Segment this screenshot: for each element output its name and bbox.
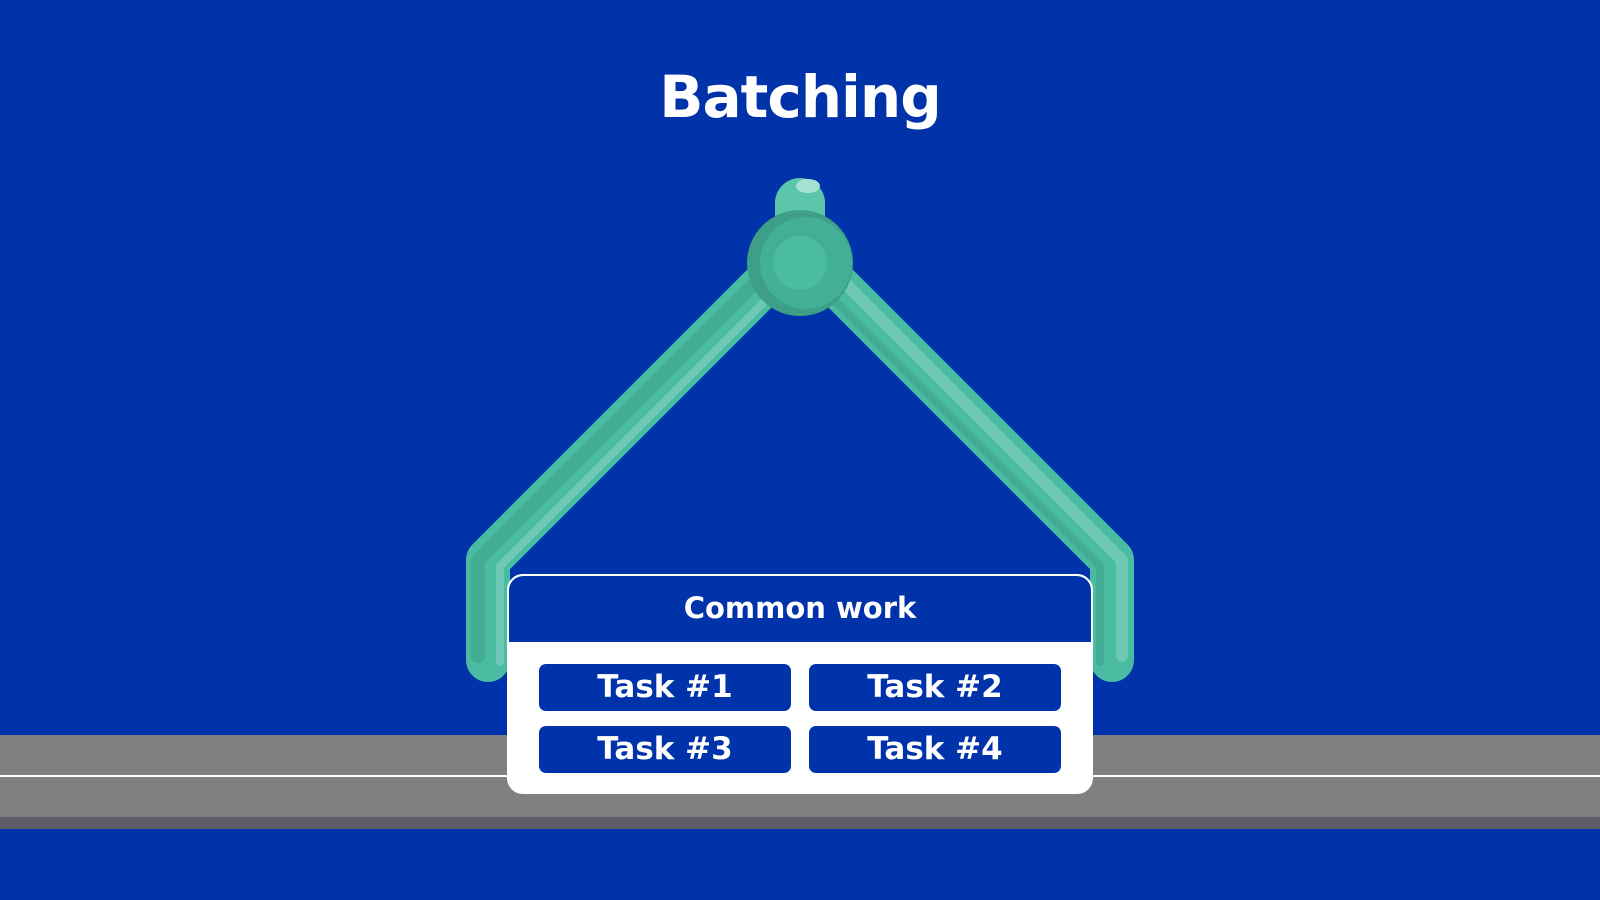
task-item: Task #2 bbox=[809, 664, 1061, 711]
crane-hook-icon bbox=[466, 178, 1134, 682]
task-item: Task #4 bbox=[809, 726, 1061, 773]
task-item: Task #3 bbox=[539, 726, 791, 773]
batch-box: Common work Task #1 Task #2 Task #3 Task… bbox=[507, 574, 1093, 794]
batch-header-label: Common work bbox=[683, 591, 917, 625]
batch-header: Common work bbox=[509, 576, 1091, 642]
task-item: Task #1 bbox=[539, 664, 791, 711]
diagram-title: Batching bbox=[659, 63, 941, 131]
